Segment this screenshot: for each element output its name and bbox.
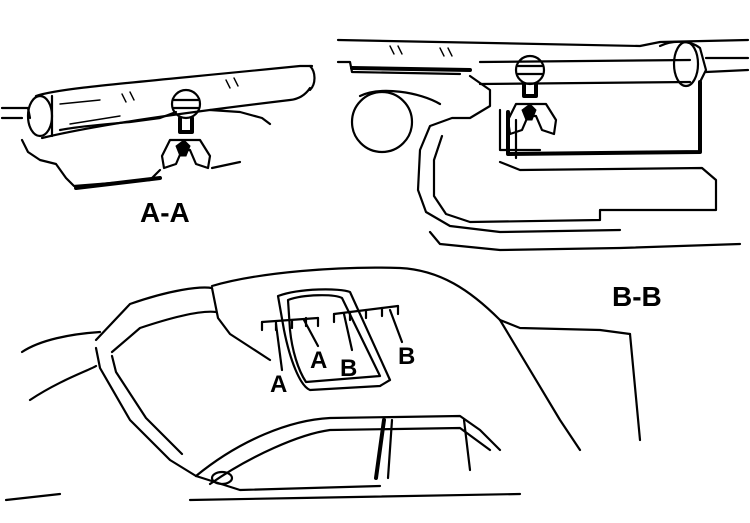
car-roof-drawing	[4, 266, 642, 502]
section-a-a-drawing	[0, 64, 316, 190]
section-marker-leaders	[260, 304, 404, 372]
section-b-b-label: B-B	[612, 281, 662, 312]
callout-b-right: B	[398, 343, 415, 370]
callout-a-right: A	[310, 347, 327, 374]
section-a-a-label: A-A	[140, 197, 190, 228]
callout-b-left: B	[340, 355, 357, 382]
callout-a-left: A	[270, 371, 287, 398]
section-b-b-drawing	[336, 38, 750, 252]
